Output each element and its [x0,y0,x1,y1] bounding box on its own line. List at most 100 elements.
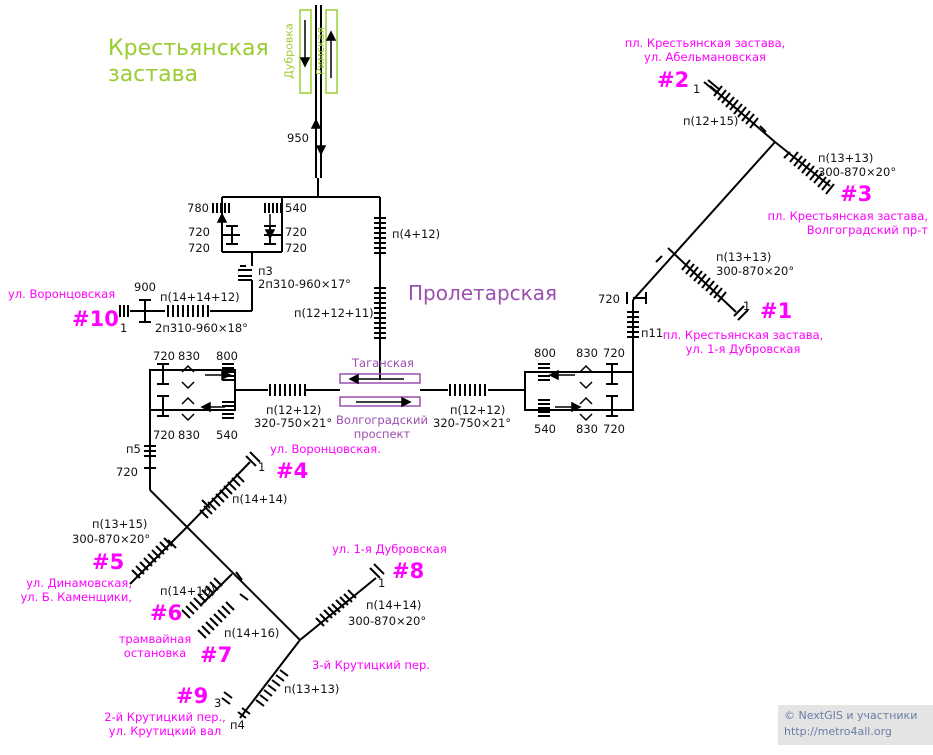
exit-9-number: #9 [176,684,209,708]
line-label-taganskaya: Таганская [352,356,414,370]
exit-10-address: ул. Воронцовская [8,287,116,301]
exit-2-address: пл. Крестьянская застава, ул. Абельманов… [624,36,786,64]
station-name-proletarskaya: Пролетарская [408,281,558,305]
measure-west-p12-12-spec: 320-750×21° [254,416,333,430]
measure-w800: 800 [216,349,238,363]
measure-west-p12-12: п(12+12) [266,403,322,417]
measure-east-p12-12: п(12+12) [450,403,506,417]
escalator-exit4 [199,473,245,519]
exit-8-number: #8 [392,559,425,583]
copyright-box: © NextGIS и участники http://metro4all.o… [778,705,933,745]
sw-passage [149,489,301,641]
measure-p14-14-exit8: п(14+14) [366,598,422,612]
measure-e720: 720 [603,346,625,360]
measure-n11: п11 [641,326,664,340]
exit-6-number: #6 [150,601,183,625]
measure-w720: 720 [153,349,175,363]
measure-e800: 800 [534,346,556,360]
measure-780: 780 [187,201,209,215]
stairs-east-bottom [538,399,550,417]
measure-exit1-1: 1 [743,299,751,313]
measure-720-d: 720 [285,241,307,255]
measure-w830: 830 [178,349,200,363]
measure-950: 950 [287,131,309,145]
turnstile-chevrons [181,364,593,422]
line-label-volgogradsky: Волгоградский проспект [336,413,428,441]
measure-n720-west: 720 [116,465,138,479]
exit-8-address: ул. 1-я Дубровская [332,542,447,556]
escalator-exit5 [131,537,173,579]
exit-9-address: 2-й Крутицкий пер., ул. Крутицкий вал [104,710,226,738]
measure-p14-16-exit6: п(14+16) [160,584,216,598]
measure-n5: п5 [126,442,141,456]
exit-3-number: #3 [840,182,873,206]
measure-e720-b: 720 [603,422,625,436]
measure-p13-13-exit1: п(13+13) [716,250,772,264]
measure-exit9-3: 3 [214,696,222,710]
measure-e830-b: 830 [576,422,598,436]
escalator-exit3 [789,151,835,195]
stairs-east-top [538,363,550,381]
platform-rimskaya [325,9,338,94]
exit-1-address: пл. Крестьянская застава, ул. 1-я Дубров… [662,328,824,356]
escalator-p141412 [167,305,209,317]
stairs-780 [212,203,230,213]
escalator-west-p1212 [269,384,306,396]
measure-exit10-1: 1 [120,321,128,335]
exit-4-number: #4 [276,459,309,483]
ne-passage [632,141,776,301]
measure-p12-15: п(12+15) [683,114,739,128]
exit-5-number: #5 [92,550,125,574]
measure-720-b: 720 [188,241,210,255]
measure-e830: 830 [576,346,598,360]
measure-n4: п4 [230,718,245,732]
stairs-540 [264,203,282,213]
gate-marks [119,79,791,719]
exit-1-number: #1 [760,299,793,323]
escalator-p121211 [374,287,386,339]
measure-p14-14-exit8-spec: 300-870×20° [348,614,427,628]
exit-7-address: трамвайная остановка [118,632,192,660]
measure-p12-12-11: п(12+12+11) [294,306,374,320]
line-label-rimskaya: Римская [314,26,328,76]
measure-p13-15: п(13+15) [92,517,148,531]
measure-exit2-1: 1 [693,82,701,96]
escalator-n11 [627,311,639,338]
copyright-link[interactable]: http://metro4all.org [784,725,892,738]
measure-p13-13-exit9: п(13+13) [284,682,340,696]
escalator-exit2 [713,85,759,129]
exit-2-number: #2 [657,68,690,92]
measure-w720-b: 720 [153,428,175,442]
platform-volgogradsky [339,396,421,407]
line-label-dubrovka: Дубровка [282,23,296,79]
measure-p3: п3 [258,264,273,278]
escalator-exit9 [255,669,289,707]
escalator-exit1 [681,259,727,303]
escalator-p412 [374,217,386,254]
copyright-text: © NextGIS и участники [784,709,918,722]
measure-n720: 720 [598,292,620,306]
station-name-krestyanskaya: Крестьянская застава [108,36,269,87]
escalator-exit8 [315,589,357,627]
measure-p14-14-12: п(14+14+12) [160,290,240,304]
east-hall [524,371,634,411]
third-krutitsky-label: 3-й Крутицкий пер. [312,658,430,672]
stairs-west-bottom [222,401,234,419]
measure-p3-spec: 2п310-960×17° [258,277,351,291]
measure-p14-14-exit4: п(14+14) [232,492,288,506]
measure-720-a: 720 [188,225,210,239]
escalator-exit6 [181,577,223,619]
measure-w540: 540 [216,428,238,442]
measure-p14-14-12-spec: 2п310-960×18° [155,321,248,335]
measure-900: 900 [134,280,156,294]
measure-720-c: 720 [285,225,307,239]
measure-540-top: 540 [285,201,307,215]
measure-p13-15-spec: 300-870×20° [72,532,151,546]
measure-east-p12-12-spec: 320-750×21° [433,416,512,430]
exit-7-number: #7 [200,643,233,667]
measure-w830-b: 830 [178,428,200,442]
exit-10-number: #10 [72,307,119,331]
escalator-exit7 [197,601,235,639]
measure-p13-13-exit3: п(13+13) [818,151,874,165]
